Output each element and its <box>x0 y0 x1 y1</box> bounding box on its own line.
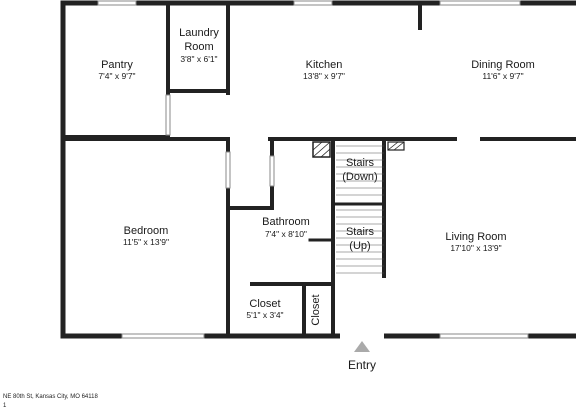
dining-dim: 11'6" x 9'7" <box>482 71 523 81</box>
footer-address: NE 80th St, Kansas City, MO 64118 <box>3 394 98 400</box>
dining-name: Dining Room <box>471 59 535 71</box>
stairs-up-name-2: (Up) <box>349 240 370 252</box>
entry-label: Entry <box>348 358 376 372</box>
laundry-name: Laundry <box>179 27 219 39</box>
windows <box>97 0 529 339</box>
bathroom-name: Bathroom <box>262 216 310 228</box>
window-laundry-side <box>165 94 171 136</box>
flue-hatch <box>312 141 331 158</box>
laundry-name-2: Room <box>184 41 213 53</box>
stairs-down-name: Stairs <box>346 157 375 169</box>
closet1-name: Closet <box>249 298 280 310</box>
window-dining <box>439 0 521 6</box>
window-hall-side <box>269 155 275 187</box>
floor-area <box>63 3 576 336</box>
stairs-treads <box>336 145 384 274</box>
door-openings <box>230 281 384 339</box>
pantry-dim: 7'4" x 9'7" <box>98 71 135 81</box>
window-bedroom-side <box>225 151 231 189</box>
stairs-down-name-2: (Down) <box>342 171 377 183</box>
closet2-name: Closet <box>310 294 322 325</box>
living-dim: 17'10" x 13'9" <box>450 243 501 253</box>
footer-page: 1 <box>3 403 7 409</box>
kitchen-name: Kitchen <box>306 59 343 71</box>
bedroom-name: Bedroom <box>124 225 169 237</box>
window-kitchen <box>293 0 333 6</box>
room-labels: Pantry 7'4" x 9'7" Laundry Room 3'8" x 6… <box>98 27 534 372</box>
entry-arrow-icon <box>354 341 370 352</box>
closet1-dim: 5'1" x 3'4" <box>246 310 283 320</box>
vent-hatch <box>387 141 405 151</box>
kitchen-dim: 13'8" x 9'7" <box>303 71 345 81</box>
window-bedroom <box>121 333 205 339</box>
laundry-dim: 3'8" x 6'1" <box>180 54 217 64</box>
living-name: Living Room <box>445 231 506 243</box>
stairs-up-name: Stairs <box>346 226 375 238</box>
pantry-name: Pantry <box>101 59 133 71</box>
bedroom-dim: 11'5" x 13'9" <box>123 237 169 247</box>
bathroom-dim: 7'4" x 8'10" <box>265 229 307 239</box>
window-living <box>439 333 529 339</box>
window-pantry <box>97 0 137 6</box>
